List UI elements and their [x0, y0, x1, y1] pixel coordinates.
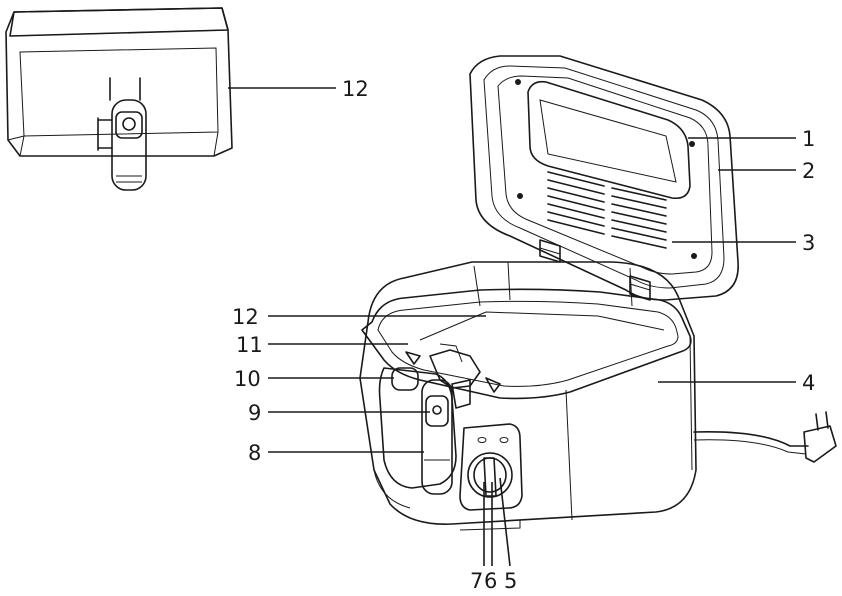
leader-lines — [228, 87, 796, 567]
basket-handle — [421, 379, 453, 495]
label-basket-loose: 12 — [342, 77, 369, 101]
label-pot-rim: 11 — [236, 333, 263, 357]
power-cord — [693, 411, 837, 463]
control-panel — [378, 367, 471, 495]
control-knob — [459, 423, 523, 511]
lid-filter-vents — [547, 171, 667, 249]
label-housing: 4 — [802, 371, 815, 395]
label-basket-in-pot: 12 — [232, 305, 259, 329]
label-knob-6: 6 — [484, 569, 497, 593]
handle-button — [425, 395, 449, 427]
lid — [469, 55, 739, 301]
label-switch-light: 10 — [234, 367, 261, 391]
fryer-housing — [359, 261, 697, 531]
label-knob-5: 5 — [504, 569, 517, 593]
label-lid-frame: 2 — [802, 159, 815, 183]
label-knob-7: 7 — [470, 569, 483, 593]
lid-window — [527, 80, 691, 200]
label-lid-filter: 3 — [802, 231, 815, 255]
label-lid-window: 1 — [802, 127, 815, 151]
switch-light — [391, 367, 419, 391]
loose-basket-handle — [97, 77, 147, 191]
label-handle-button: 9 — [248, 401, 261, 425]
part-labels: 12 1 2 3 4 12 11 10 9 8 7 6 5 — [232, 77, 815, 593]
inner-basket — [405, 311, 665, 393]
label-basket-handle: 8 — [248, 441, 261, 465]
loose-basket — [5, 7, 233, 191]
